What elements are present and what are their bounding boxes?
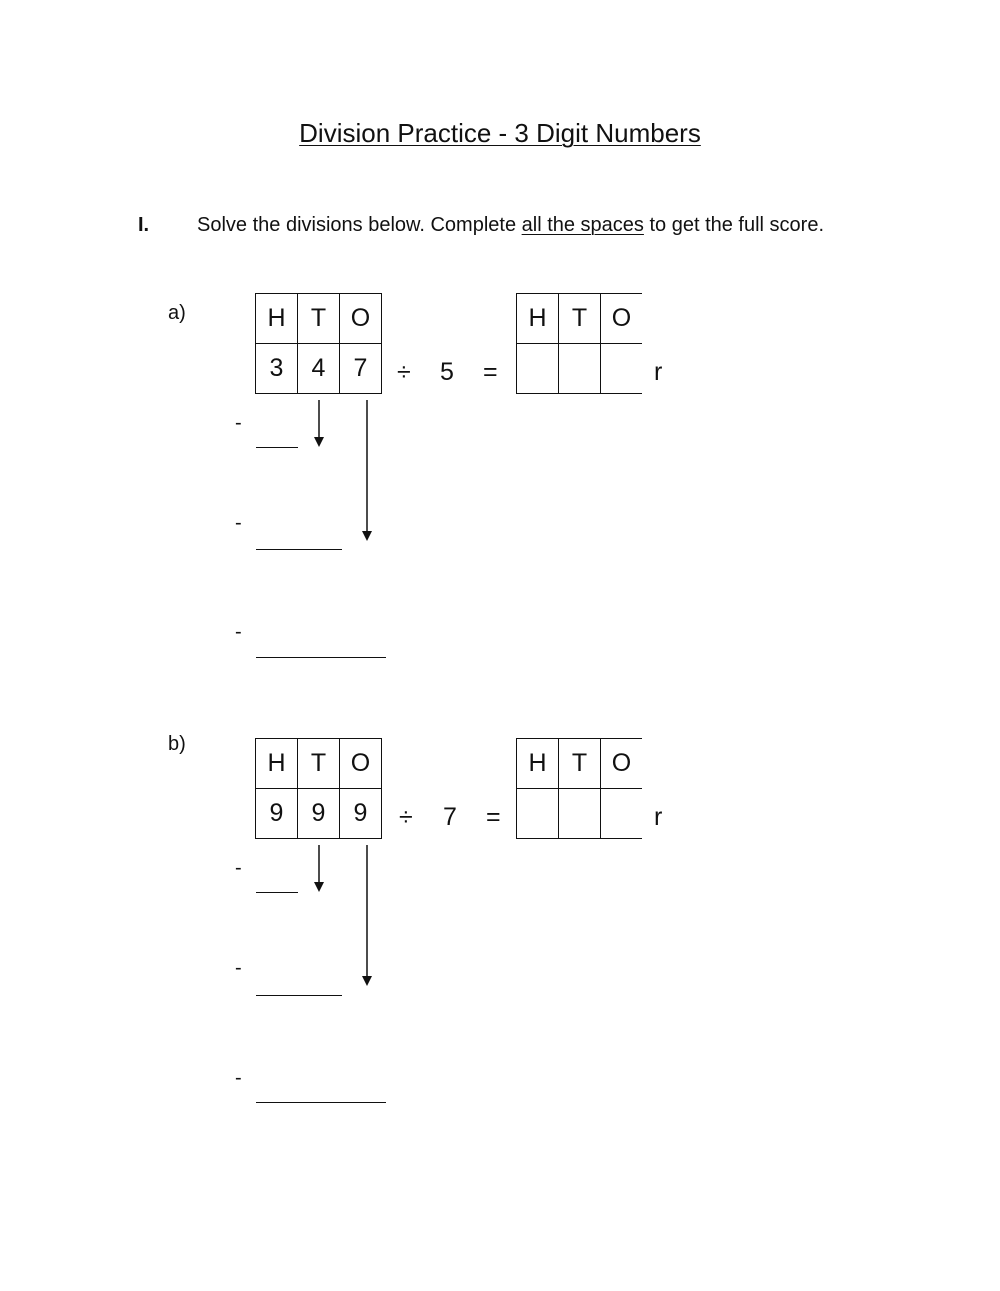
instruction-text-underlined: all the spaces xyxy=(521,214,644,236)
problem-label-a: a) xyxy=(168,302,186,324)
subtraction-mark-b-1: - xyxy=(235,857,242,879)
arrow-head-a-ones xyxy=(362,531,372,541)
divisor-b: 7 xyxy=(443,803,457,831)
answer-cell-tens[interactable] xyxy=(558,788,601,839)
remainder-label-b: r xyxy=(654,803,663,831)
problem-label-b: b) xyxy=(168,733,186,755)
page-title: Division Practice - 3 Digit Numbers xyxy=(0,116,1000,150)
divisor-a: 5 xyxy=(440,358,454,386)
instruction-text: Solve the divisions below. Complete all … xyxy=(197,212,824,238)
page-title-text: Division Practice - 3 Digit Numbers xyxy=(299,118,701,148)
arrow-head-b-ones xyxy=(362,976,372,986)
answer-header-tens: T xyxy=(558,738,601,789)
arrow-head-b-tens xyxy=(314,882,324,892)
divide-sign-a: ÷ xyxy=(397,358,411,386)
quotient-answer-row xyxy=(516,788,642,839)
digit-tens: 9 xyxy=(297,788,340,839)
instruction-text-after: to get the full score. xyxy=(643,214,825,236)
digit-ones: 9 xyxy=(339,788,382,839)
header-hundreds: H xyxy=(255,293,298,344)
quotient-grid-b: H T O xyxy=(516,738,642,839)
instruction-text-before: Solve the divisions below. Complete xyxy=(197,214,522,236)
header-ones: O xyxy=(339,293,382,344)
dividend-digit-row: 9 9 9 xyxy=(255,788,382,839)
quotient-header-row: H T O xyxy=(516,293,642,344)
answer-header-ones: O xyxy=(600,738,642,789)
working-line-b-2[interactable] xyxy=(256,995,342,996)
answer-header-hundreds: H xyxy=(516,738,559,789)
digit-ones: 7 xyxy=(339,343,382,394)
working-line-a-3[interactable] xyxy=(256,657,386,658)
subtraction-mark-b-3: - xyxy=(235,1067,242,1089)
answer-cell-ones[interactable] xyxy=(600,343,642,394)
answer-header-tens: T xyxy=(558,293,601,344)
dividend-grid-b: H T O 9 9 9 xyxy=(255,738,382,839)
answer-cell-tens[interactable] xyxy=(558,343,601,394)
dividend-grid-a: H T O 3 4 7 xyxy=(255,293,382,394)
digit-hundreds: 9 xyxy=(255,788,298,839)
header-hundreds: H xyxy=(255,738,298,789)
quotient-answer-row xyxy=(516,343,642,394)
answer-header-ones: O xyxy=(600,293,642,344)
digit-hundreds: 3 xyxy=(255,343,298,394)
working-line-a-2[interactable] xyxy=(256,549,342,550)
dividend-header-row: H T O xyxy=(255,738,382,789)
header-tens: T xyxy=(297,293,340,344)
subtraction-mark-b-2: - xyxy=(235,957,242,979)
working-line-b-3[interactable] xyxy=(256,1102,386,1103)
digit-tens: 4 xyxy=(297,343,340,394)
equals-sign-b: = xyxy=(486,803,501,831)
subtraction-mark-a-3: - xyxy=(235,621,242,643)
divide-sign-b: ÷ xyxy=(399,803,413,831)
subtraction-mark-a-1: - xyxy=(235,412,242,434)
remainder-label-a: r xyxy=(654,358,663,386)
section-number: I. xyxy=(138,214,150,236)
working-line-a-1[interactable] xyxy=(256,447,298,448)
header-ones: O xyxy=(339,738,382,789)
header-tens: T xyxy=(297,738,340,789)
quotient-grid-a: H T O xyxy=(516,293,642,394)
dividend-digit-row: 3 4 7 xyxy=(255,343,382,394)
subtraction-mark-a-2: - xyxy=(235,512,242,534)
answer-cell-ones[interactable] xyxy=(600,788,642,839)
working-line-b-1[interactable] xyxy=(256,892,298,893)
equals-sign-a: = xyxy=(483,358,498,386)
answer-cell-hundreds[interactable] xyxy=(516,343,559,394)
answer-header-hundreds: H xyxy=(516,293,559,344)
dividend-header-row: H T O xyxy=(255,293,382,344)
arrow-head-a-tens xyxy=(314,437,324,447)
answer-cell-hundreds[interactable] xyxy=(516,788,559,839)
quotient-header-row: H T O xyxy=(516,738,642,789)
